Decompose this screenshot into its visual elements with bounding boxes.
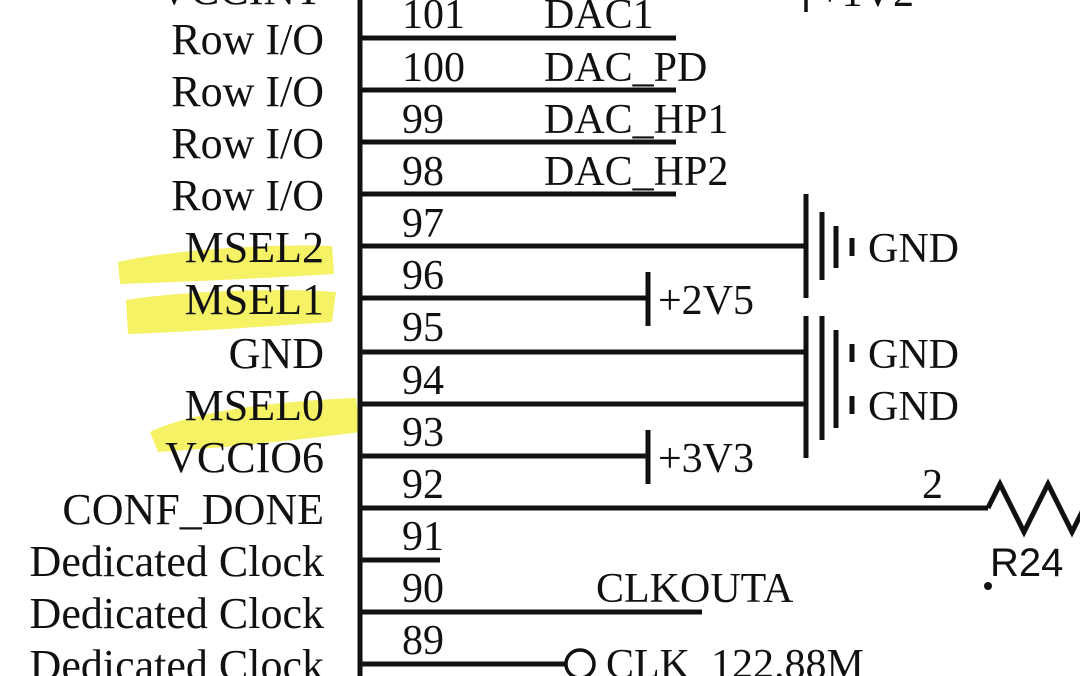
- function-label: MSEL2: [185, 223, 324, 272]
- function-label: Row I/O: [171, 67, 324, 116]
- pin-number: 90: [402, 566, 444, 612]
- net-label: DAC_HP2: [544, 149, 728, 195]
- pin-number: 101: [402, 0, 465, 38]
- function-label: MSEL1: [185, 275, 324, 324]
- pin-number: 100: [402, 45, 465, 91]
- highlight-msel1: [126, 290, 336, 334]
- function-label: Row I/O: [171, 119, 324, 168]
- pin-number: 89: [402, 618, 444, 664]
- resistor-ref-label: R24: [990, 541, 1063, 585]
- gnd-symbol: [803, 194, 855, 298]
- function-label: Row I/O: [171, 15, 324, 64]
- gnd-symbol: [803, 316, 855, 458]
- pin-number: 98: [402, 149, 444, 195]
- pin-number: 91: [402, 514, 444, 560]
- pin-number: 92: [402, 462, 444, 508]
- pin-number: 96: [402, 253, 444, 299]
- resistor-zigzag: [985, 478, 1080, 538]
- function-label: MSEL0: [185, 381, 324, 430]
- power-label: GND: [868, 384, 959, 430]
- net-label: DAC1: [544, 0, 654, 38]
- clock-input-circle: [564, 648, 596, 676]
- power-label: +3V3: [658, 436, 754, 482]
- power-label: GND: [868, 226, 959, 272]
- net-label: CLK_122.88M: [606, 642, 864, 676]
- highlight-msel2: [118, 245, 334, 284]
- pin-number: 99: [402, 97, 444, 143]
- function-label: Row I/O: [171, 171, 324, 220]
- function-label: VCCIO6: [165, 433, 324, 482]
- resistor-dot: [984, 582, 992, 590]
- power-label: GND: [868, 332, 959, 378]
- net-label: DAC_PD: [544, 45, 707, 91]
- resistor-pin-label: 2: [922, 462, 943, 508]
- function-label: Dedicated Clock: [30, 589, 324, 638]
- power-label: +2V5: [658, 278, 754, 324]
- highlight-msel0: [150, 398, 360, 452]
- power-label: +1V2: [818, 0, 914, 16]
- pin-number: 97: [402, 201, 444, 247]
- net-label: DAC_HP1: [544, 97, 728, 143]
- pin-number: 94: [402, 358, 444, 404]
- net-label: CLKOUTA: [596, 566, 794, 612]
- function-label: VCCINT: [158, 0, 322, 14]
- pin-number: 95: [402, 305, 444, 351]
- function-label: Dedicated Clock: [30, 641, 324, 676]
- function-label: CONF_DONE: [62, 485, 324, 534]
- function-label: Dedicated Clock: [30, 537, 324, 586]
- function-label: GND: [229, 329, 324, 378]
- pin-number: 93: [402, 410, 444, 456]
